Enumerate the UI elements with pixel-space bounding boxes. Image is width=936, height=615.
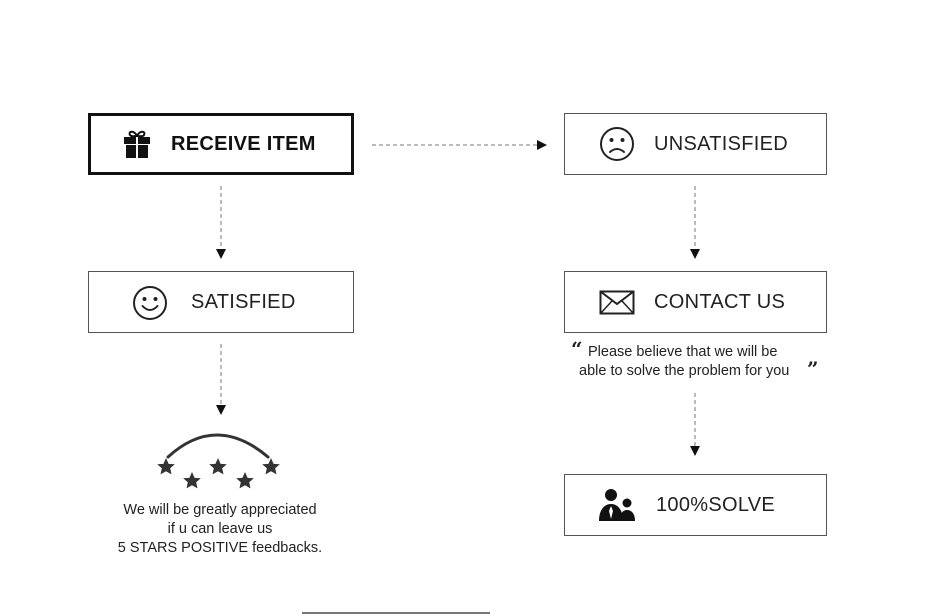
feedback-note: We will be greatly appreciated if u can … — [90, 501, 350, 558]
bottom-divider — [302, 612, 490, 614]
quote-line-2: able to solve the problem for you — [579, 363, 790, 379]
feedback-line-2: if u can leave us — [167, 521, 273, 537]
satisfied-box: SATISFIED — [88, 271, 354, 333]
unsatisfied-label: UNSATISFIED — [654, 133, 789, 155]
contact-us-box: CONTACT US — [564, 271, 827, 333]
feedback-line-1: We will be greatly appreciated — [123, 502, 317, 518]
solve-label: 100%SOLVE — [656, 494, 776, 516]
close-quote-mark: ” — [807, 357, 819, 381]
five-stars-icon — [157, 433, 280, 489]
quote-line-1: Please believe that we will be — [588, 344, 778, 360]
solve-box: 100%SOLVE — [564, 474, 827, 536]
people-icon — [597, 487, 637, 523]
open-quote-mark: “ — [571, 337, 583, 361]
receive-item-label: RECEIVE ITEM — [171, 133, 316, 155]
envelope-icon — [599, 290, 635, 316]
contact-us-label: CONTACT US — [654, 291, 786, 313]
sad-face-icon — [599, 126, 635, 162]
smiley-face-icon — [132, 285, 168, 321]
feedback-line-3: 5 STARS POSITIVE feedbacks. — [117, 540, 323, 556]
gift-icon — [121, 128, 153, 160]
receive-item-box: RECEIVE ITEM — [88, 113, 354, 175]
unsatisfied-box: UNSATISFIED — [564, 113, 827, 175]
satisfied-label: SATISFIED — [191, 291, 296, 313]
